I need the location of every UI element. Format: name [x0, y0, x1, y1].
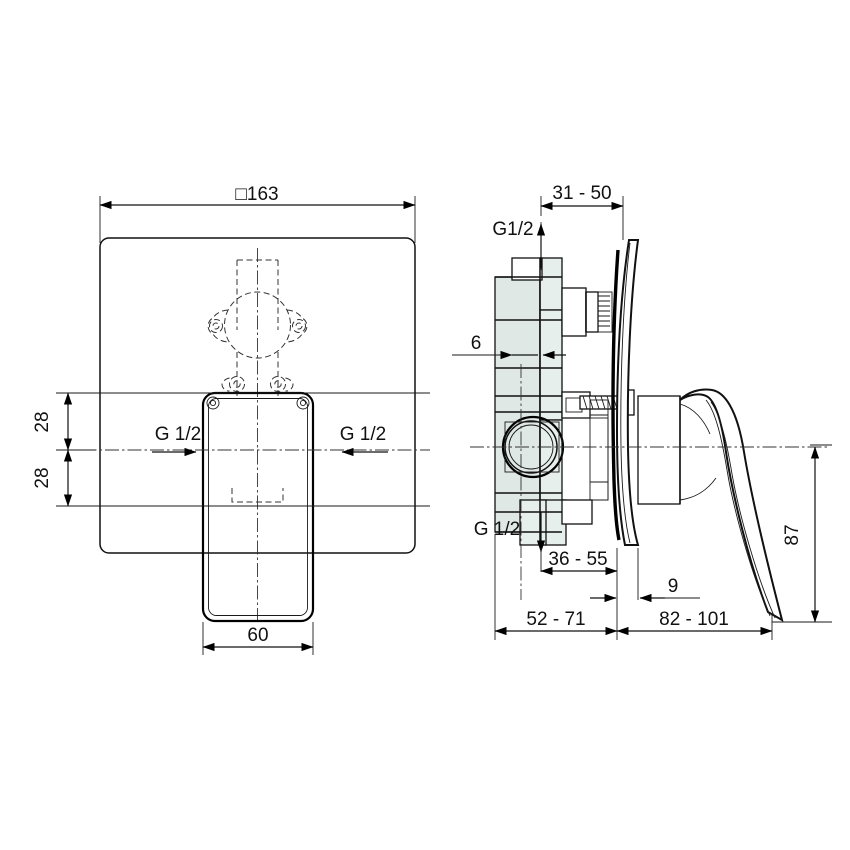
inlet-annotation-top-label: G1/2 — [492, 219, 533, 240]
spindle-retaining-assembly — [561, 287, 635, 525]
dimension-inlet-offset-upper-label: 28 — [32, 411, 53, 432]
dimension-body-depth: 36 - 55 — [540, 548, 618, 576]
inlet-annotation-left-label: G 1/2 — [155, 424, 201, 445]
dimension-plate-to-lever-tip: 82 - 101 — [616, 609, 773, 636]
hidden-lower-stem — [221, 352, 294, 398]
front-view-group: □163 — [32, 184, 430, 655]
inlet-annotation-right: G 1/2 — [340, 424, 388, 457]
escutcheon-plate — [611, 239, 640, 546]
handle-top-fixing-ears — [206, 396, 310, 410]
inlet-annotation-top: G1/2 — [492, 219, 546, 268]
handle-internal-hidden-detail — [231, 488, 284, 503]
handle-lever-front-inner — [208, 398, 308, 616]
mounting-flange-hidden — [207, 291, 308, 359]
hidden-upper-stem — [236, 259, 279, 330]
inlet-offset-extension-lines — [56, 392, 96, 507]
dimension-inlet-offset-upper: 28 — [32, 392, 73, 451]
mixer-body-section — [494, 257, 567, 546]
inlet-annotation-left: G 1/2 — [152, 424, 201, 457]
lever-handle-side-profile — [679, 388, 784, 623]
dimension-handle-width: 60 — [202, 622, 314, 655]
dimension-plate-width: □163 — [99, 184, 416, 210]
dimension-rear-to-plate: 52 - 71 — [494, 609, 618, 636]
dimension-lever-drop-label: 87 — [782, 524, 803, 545]
side-view-group: 31 - 50 G1/2 6 G 1/2 — [452, 183, 832, 640]
dimension-handle-width-label: 60 — [247, 625, 268, 646]
dimension-rear-to-plate-label: 52 - 71 — [526, 609, 585, 630]
inlet-annotation-bottom-label: G 1/2 — [474, 519, 520, 540]
dimension-lever-drop: 87 — [782, 446, 820, 623]
front-view-reference-lines — [60, 392, 430, 507]
lever-hub — [637, 395, 681, 505]
dimension-wall-offset-label: 6 — [471, 333, 482, 354]
dimension-plate-thickness: 9 — [590, 576, 700, 603]
dimension-plate-to-lever-tip-label: 82 - 101 — [659, 609, 729, 630]
inlet-annotation-right-label: G 1/2 — [340, 424, 386, 445]
dimension-wall-offset: 6 — [452, 333, 566, 360]
dimension-inlet-offset-lower: 28 — [32, 449, 73, 507]
dimension-top-projection-label: 31 - 50 — [552, 183, 611, 204]
dimension-body-depth-label: 36 - 55 — [548, 549, 607, 570]
dimension-plate-width-label: □163 — [235, 184, 278, 205]
inlet-annotation-bottom: G 1/2 — [474, 512, 546, 553]
dimension-inlet-offset-lower-label: 28 — [32, 467, 53, 488]
dimension-plate-thickness-label: 9 — [668, 576, 679, 597]
dimension-top-projection: 31 - 50 — [540, 183, 624, 240]
mixer-body-internal-lines — [495, 258, 562, 545]
